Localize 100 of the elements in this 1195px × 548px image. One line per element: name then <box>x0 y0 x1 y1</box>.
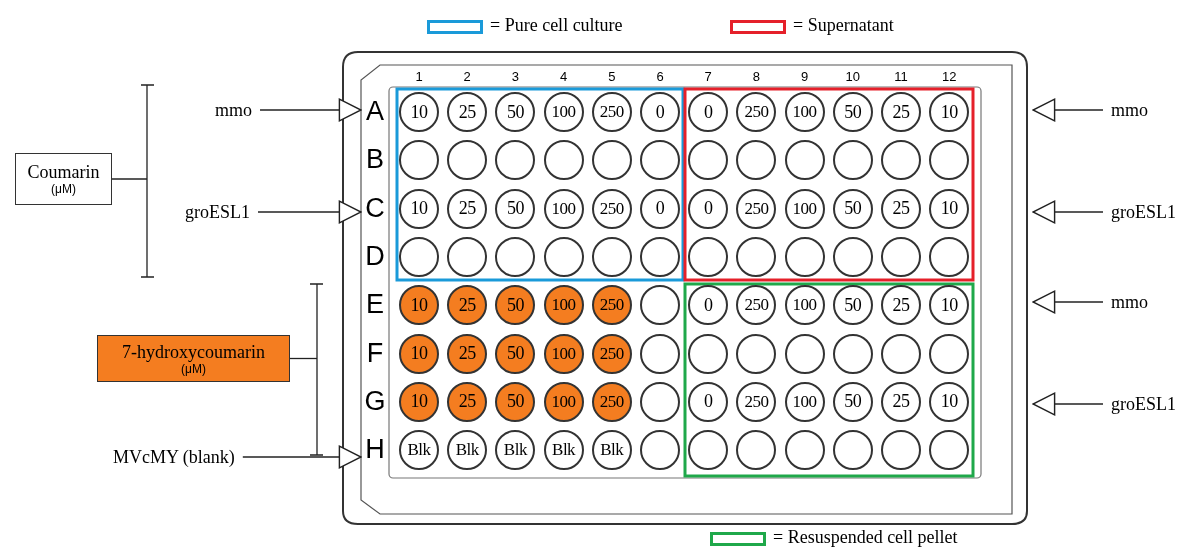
strain-label: groESL1 <box>1111 393 1176 415</box>
well <box>688 236 729 277</box>
well: Blk <box>399 430 439 471</box>
column-number: 2 <box>462 69 472 84</box>
row-letter: D <box>363 240 387 271</box>
strain-label: mmo <box>1111 291 1148 313</box>
row-letter: C <box>363 192 387 223</box>
well <box>881 236 921 277</box>
well: 250 <box>736 381 777 422</box>
strain-label: mmo <box>1111 99 1148 121</box>
well <box>736 236 777 277</box>
well <box>881 333 921 374</box>
strain-label: groESL1 <box>1111 201 1176 223</box>
well: 25 <box>881 188 921 229</box>
well <box>784 430 825 471</box>
legend-text: = Resuspended cell pellet <box>773 527 958 548</box>
well: 50 <box>495 92 536 132</box>
well <box>929 236 970 277</box>
well: 100 <box>543 92 584 132</box>
well: 25 <box>447 333 488 374</box>
well: 10 <box>929 188 970 229</box>
row-letter: B <box>363 144 387 175</box>
well <box>640 430 680 471</box>
well: 25 <box>447 92 488 132</box>
box-title: Coumarin <box>27 162 100 182</box>
well: 250 <box>591 285 632 326</box>
well: 50 <box>495 285 536 326</box>
arrow <box>1032 200 1104 224</box>
label-box <box>15 153 112 205</box>
column-number: 9 <box>799 69 810 84</box>
well <box>784 236 825 277</box>
well <box>784 140 825 181</box>
well <box>832 430 873 471</box>
well: Blk <box>543 430 584 471</box>
legend-text: = Supernatant <box>793 15 894 36</box>
column-number: 4 <box>558 69 569 84</box>
well <box>736 430 777 471</box>
column-number: 10 <box>844 69 862 84</box>
well: 10 <box>399 333 439 374</box>
unit-text: (μM) <box>51 182 76 196</box>
well: 100 <box>784 92 825 132</box>
row-letter: F <box>363 337 387 368</box>
well: 50 <box>495 381 536 422</box>
well: Blk <box>591 430 632 471</box>
well: 250 <box>736 92 777 132</box>
well <box>784 333 825 374</box>
well: 25 <box>881 92 921 132</box>
well <box>399 140 439 181</box>
well <box>688 430 729 471</box>
well <box>929 140 970 181</box>
well: 100 <box>543 333 584 374</box>
column-number: 5 <box>607 69 617 84</box>
arrow <box>1032 290 1104 314</box>
well: 100 <box>543 285 584 326</box>
well: 0 <box>688 92 729 132</box>
well <box>495 140 536 181</box>
well <box>881 430 921 471</box>
well <box>688 333 729 374</box>
well: 10 <box>399 188 439 229</box>
strain-label: groESL1 <box>185 201 250 223</box>
well <box>447 236 488 277</box>
row-letter: A <box>363 96 387 126</box>
column-number: 7 <box>703 69 713 84</box>
well: 10 <box>399 381 439 422</box>
well <box>736 140 777 181</box>
well: 100 <box>784 285 825 326</box>
well: 25 <box>447 381 488 422</box>
column-number: 3 <box>510 69 520 84</box>
well <box>591 140 632 181</box>
legend-text: = Pure cell culture <box>490 15 623 36</box>
well <box>640 285 680 326</box>
well: 10 <box>929 92 970 132</box>
well: 100 <box>784 188 825 229</box>
arrow <box>257 200 362 224</box>
unit-text: (μM) <box>181 361 206 376</box>
well: 100 <box>543 381 584 422</box>
well <box>929 430 970 471</box>
well <box>832 140 873 181</box>
well: 250 <box>736 285 777 326</box>
well: 250 <box>736 188 777 229</box>
label-box <box>97 335 290 382</box>
well: 10 <box>399 285 439 326</box>
well: 50 <box>495 333 536 374</box>
well: 0 <box>640 188 680 229</box>
arrow <box>1032 98 1104 122</box>
well <box>399 236 439 277</box>
well: 0 <box>688 188 729 229</box>
leader-line <box>289 357 318 360</box>
well <box>543 140 584 181</box>
well: 100 <box>543 188 584 229</box>
well: 250 <box>591 92 632 132</box>
well <box>881 140 921 181</box>
well: 100 <box>784 381 825 422</box>
strain-label: mmo <box>215 99 252 121</box>
column-number: 8 <box>751 69 761 84</box>
leader-line <box>111 178 148 180</box>
well <box>495 236 536 277</box>
column-number: 11 <box>893 69 909 84</box>
well: 25 <box>447 285 488 326</box>
arrow <box>259 98 362 122</box>
